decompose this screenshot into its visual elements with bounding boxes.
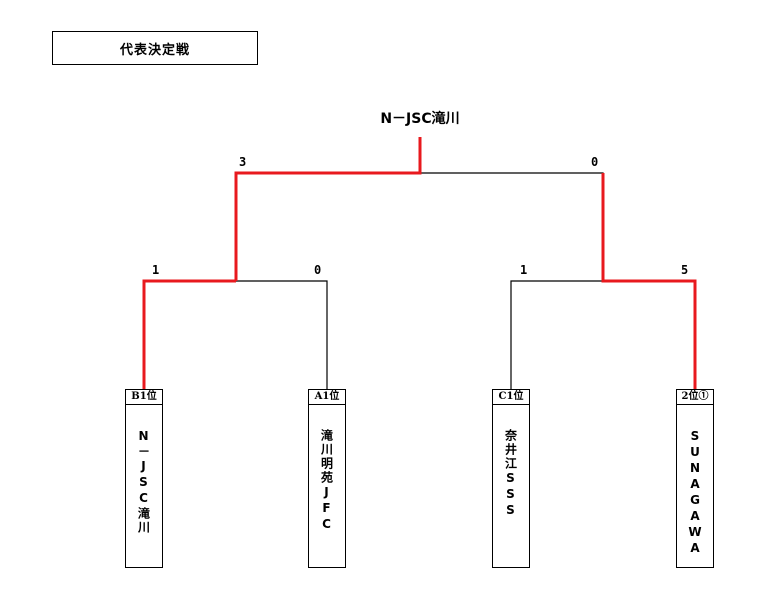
winner-line-left [142, 279, 236, 389]
team-box-b1: B1位 N－JSC滝川 [125, 389, 163, 568]
team-box-c1: C1位 奈井江SSS [492, 389, 530, 568]
score-semi-right-a: 1 [520, 263, 528, 277]
line-semi-right-left [510, 280, 603, 389]
score-semi-left-b: 0 [314, 263, 322, 277]
team-box-2nd: 2位① SUNAGAWA [676, 389, 714, 568]
line-semi-left-right [236, 280, 328, 389]
score-final-right: 0 [591, 155, 599, 169]
score-semi-left-a: 1 [152, 263, 160, 277]
score-semi-right-b: 5 [681, 263, 689, 277]
team-name: 滝川明苑JFC [319, 429, 334, 533]
team-seed: B1位 [126, 390, 162, 405]
page-title: 代表決定戦 [119, 42, 190, 58]
team-name: SUNAGAWA [688, 429, 702, 557]
score-final-left: 3 [239, 155, 247, 169]
winner-line-top [234, 137, 422, 281]
team-box-a1: A1位 滝川明苑JFC [308, 389, 346, 568]
title-box: 代表決定戦 [52, 31, 258, 65]
team-name: 奈井江SSS [503, 429, 518, 519]
winner-line-right-final [601, 173, 697, 389]
team-seed: C1位 [493, 390, 529, 405]
team-seed: A1位 [309, 390, 345, 405]
line-final-right [420, 172, 604, 188]
team-seed: 2位① [677, 390, 713, 405]
champion-label: N－JSC滝川 [380, 111, 460, 127]
team-name: N－JSC滝川 [136, 429, 151, 535]
